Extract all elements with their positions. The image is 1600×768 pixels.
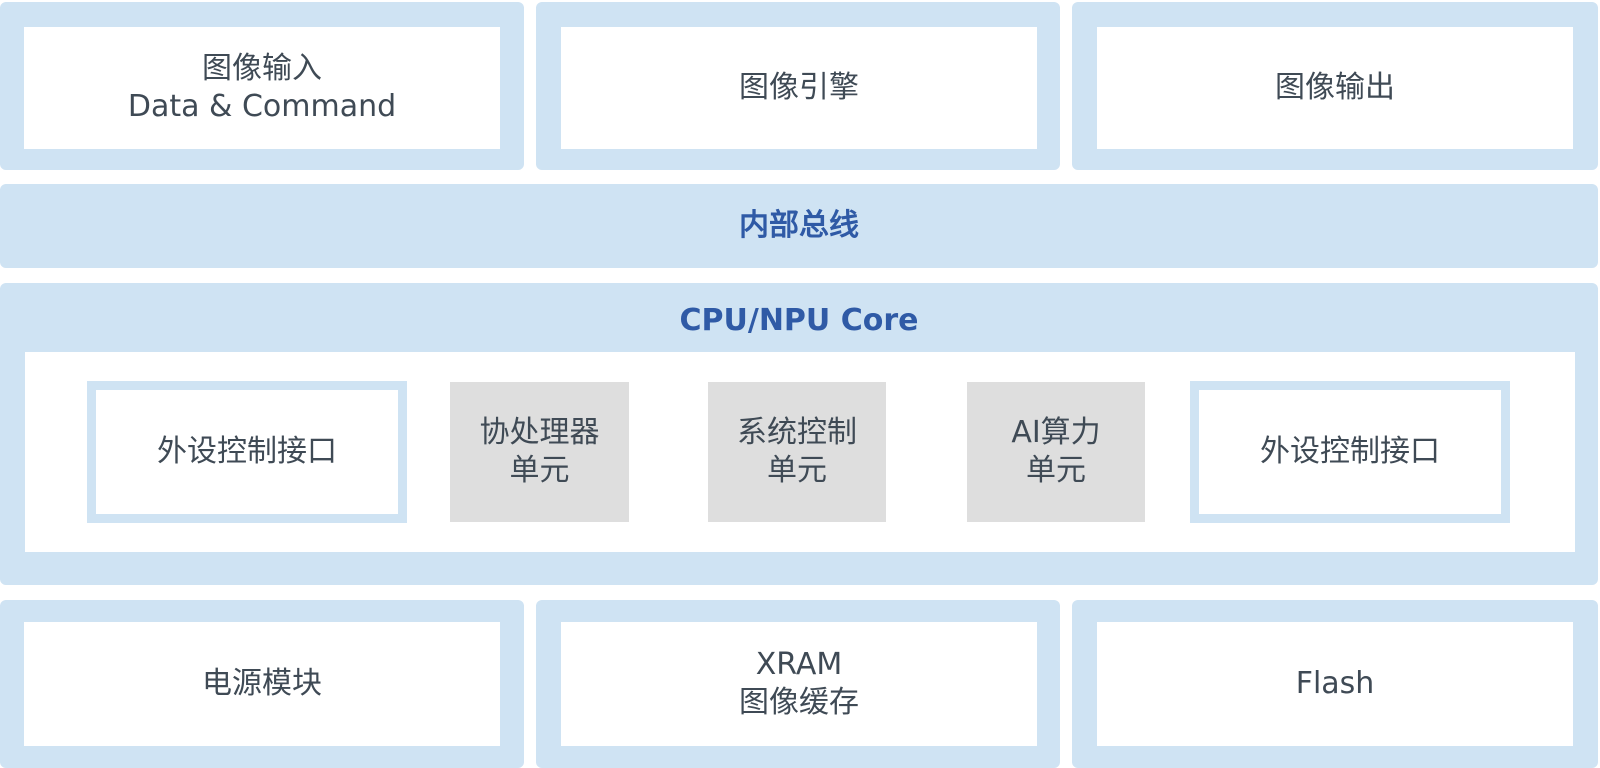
ai-compute-unit-line1: AI算力 bbox=[1011, 415, 1101, 450]
xram-panel bbox=[561, 622, 1037, 746]
image-engine-title: 图像引擎 bbox=[739, 70, 859, 105]
coprocessor-unit-line2: 单元 bbox=[509, 453, 570, 488]
peripheral-interface-left-label: 外设控制接口 bbox=[87, 381, 407, 523]
system-control-unit-label: 系统控制 单元 bbox=[708, 382, 886, 522]
ai-compute-unit-label: AI算力 单元 bbox=[967, 382, 1145, 522]
ai-compute-unit bbox=[967, 382, 1145, 522]
cpu-npu-core-title: CPU/NPU Core bbox=[679, 303, 919, 338]
flash-label: Flash bbox=[1097, 622, 1573, 746]
image-engine-panel bbox=[561, 27, 1037, 149]
image-output-title: 图像输出 bbox=[1275, 70, 1395, 105]
flash-panel bbox=[1097, 622, 1573, 746]
flash-text: Flash bbox=[1295, 666, 1375, 701]
image-input-panel bbox=[24, 27, 500, 149]
system-control-unit bbox=[708, 382, 886, 522]
image-output-panel bbox=[1097, 27, 1573, 149]
peripheral-interface-right-label: 外设控制接口 bbox=[1190, 381, 1510, 523]
image-engine-label: 图像引擎 bbox=[561, 27, 1037, 149]
image-input-title: 图像输入 bbox=[202, 51, 322, 86]
power-module-panel bbox=[24, 622, 500, 746]
internal-bus-label: 内部总线 bbox=[739, 208, 859, 243]
coprocessor-unit-line1: 协处理器 bbox=[479, 415, 600, 450]
image-input-label: 图像输入 Data & Command bbox=[24, 27, 500, 149]
image-input-subtitle: Data & Command bbox=[127, 89, 397, 124]
peripheral-interface-right-text: 外设控制接口 bbox=[1260, 434, 1440, 469]
xram-label: XRAM 图像缓存 bbox=[561, 622, 1037, 746]
coprocessor-unit-label: 协处理器 单元 bbox=[450, 382, 629, 522]
coprocessor-unit bbox=[450, 382, 629, 522]
internal-bus bbox=[0, 184, 1598, 268]
peripheral-interface-left-text: 外设控制接口 bbox=[157, 434, 337, 469]
ai-compute-unit-line2: 单元 bbox=[1026, 453, 1086, 488]
power-module-label: 电源模块 bbox=[24, 622, 500, 746]
system-control-unit-line2: 单元 bbox=[767, 453, 827, 488]
peripheral-interface-left bbox=[87, 381, 407, 523]
xram-title: XRAM bbox=[755, 647, 843, 682]
system-control-unit-line1: 系统控制 bbox=[737, 415, 857, 450]
power-module-text: 电源模块 bbox=[202, 666, 322, 701]
image-output-label: 图像输出 bbox=[1097, 27, 1573, 149]
xram-subtitle: 图像缓存 bbox=[739, 685, 859, 720]
peripheral-interface-right bbox=[1190, 381, 1510, 523]
